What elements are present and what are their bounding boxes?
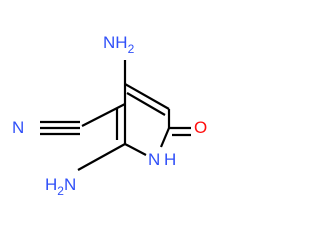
molecule-diagram: NH2 N N H O H2N (12, 33, 207, 198)
atom-ring-h: H (164, 150, 176, 169)
atom-ring-n: N (148, 150, 160, 169)
bond-c6-n1 (159, 127, 171, 148)
bond-n1-c2 (124, 143, 147, 156)
atom-nitrile-n: N (12, 118, 24, 137)
atom-nh2-bottom: H2N (45, 175, 76, 198)
atom-nh2-top: NH2 (103, 33, 135, 56)
bond-c4-c5-double (126, 92, 166, 116)
atom-carbonyl-o: O (194, 118, 207, 137)
structure-canvas: NH2 N N H O H2N (12, 33, 207, 198)
bond-c4-c5 (124, 83, 170, 110)
bond-c3-cn (81, 103, 126, 127)
bond-c2-nh2 (77, 143, 126, 171)
